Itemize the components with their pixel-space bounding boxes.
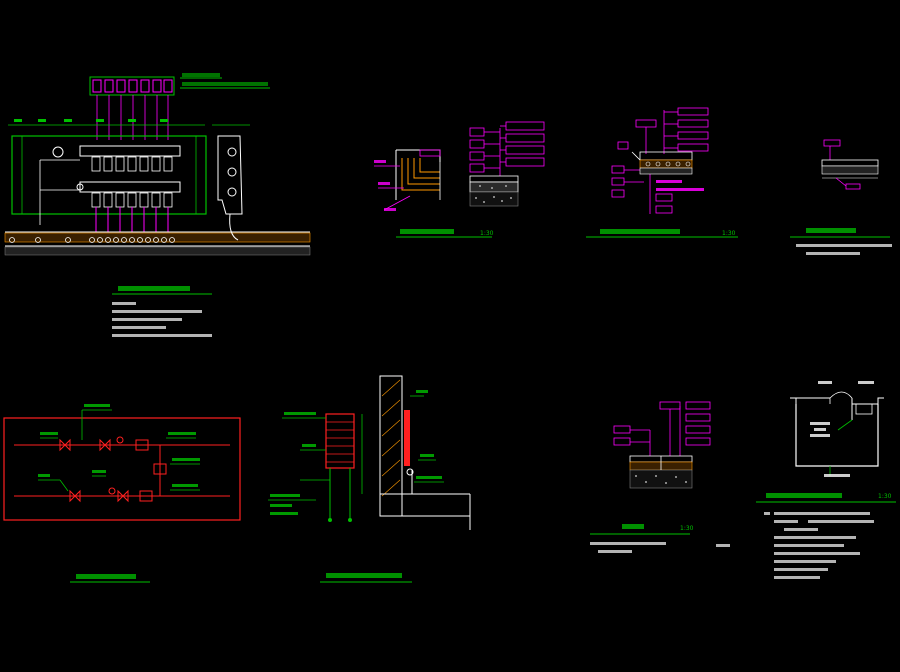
- floor-detail-labels: [611, 107, 709, 214]
- radiator-fins: [326, 421, 354, 463]
- room-walls: [795, 404, 879, 467]
- room-door-swing: [829, 391, 853, 399]
- manifold-note-text-2: [182, 82, 268, 86]
- heating-inlet-detail: [3, 404, 241, 583]
- edge-detail: [790, 139, 892, 255]
- wall-detail-slab-aggregate: [475, 185, 512, 203]
- room-plan-detail: 1:30: [756, 381, 896, 579]
- supply-header: [79, 145, 181, 157]
- edge-detail-slab: [821, 165, 879, 175]
- manifold-installation-detail: [4, 73, 311, 337]
- manifold-legend-cells: [92, 79, 173, 93]
- edge-detail-title-text: [806, 228, 856, 233]
- return-header: [79, 181, 181, 193]
- room-plan-title-text: [766, 493, 842, 498]
- manifold-note-text-1: [182, 73, 220, 77]
- radiator-body: [325, 413, 355, 469]
- floor-structural-slab: [4, 246, 311, 256]
- joint-labels: [613, 401, 711, 446]
- room-labels: [810, 381, 874, 477]
- joint-leaders: [630, 406, 681, 456]
- floor-insulation-layer: [4, 232, 311, 243]
- heating-labels: [38, 404, 200, 487]
- joint-notes: [590, 542, 730, 553]
- joint-title-text: [622, 524, 644, 529]
- expansion-joint-detail: 1:30: [590, 401, 730, 553]
- joint-slab-aggregate: [635, 475, 687, 484]
- wall-detail-leaders: [484, 125, 506, 176]
- manifold-cabinet-outline: [11, 135, 207, 215]
- wall-detail-title-text: [400, 229, 454, 234]
- floor-layer-detail: 1:30: [586, 107, 738, 238]
- pressure-gauge: [52, 146, 64, 158]
- room-plan-scale: 1:30: [878, 493, 892, 500]
- heating-valves: [59, 436, 167, 503]
- floor-pipe-sections: [9, 237, 175, 243]
- wall-detail-bent-pipes: [401, 158, 440, 191]
- manifold-dimension-ticks: [14, 119, 168, 122]
- radiator-installation-detail: [268, 375, 471, 583]
- manifold-legend-box: [89, 76, 175, 96]
- room-plan-notes: [764, 512, 874, 579]
- manifold-pipes: [95, 207, 169, 232]
- manifold-title-text: [118, 286, 190, 291]
- floor-detail-text-lines: [656, 180, 704, 191]
- heating-inlet-title-text: [76, 574, 136, 579]
- floor-detail-title-text: [600, 229, 680, 234]
- manifold-notes: [112, 302, 212, 337]
- manifold-leaders: [96, 95, 169, 140]
- floor-detail-pipes: [645, 161, 691, 167]
- radiator-title-text: [326, 573, 402, 578]
- wall-detail-slab: [469, 181, 519, 193]
- joint-scale: 1:30: [680, 525, 694, 532]
- radiator-leaders: [268, 395, 444, 501]
- radiator-wall-hatch: [381, 379, 401, 497]
- radiator-side-view: [404, 410, 410, 466]
- pipe-through-wall-detail: 1:30: [374, 121, 545, 238]
- heating-inlet-boundary: [3, 417, 241, 521]
- manifold-side-elevation: [217, 135, 243, 215]
- floor-detail-slab: [639, 167, 693, 175]
- floor-detail-scale: 1:30: [722, 230, 736, 237]
- wall-detail-sleeve: [419, 149, 441, 157]
- heating-leaders: [38, 409, 200, 492]
- edge-detail-notes: [796, 244, 892, 255]
- wall-detail-left-labels: [374, 160, 396, 211]
- wall-detail-scale: 1:30: [480, 230, 494, 237]
- wall-detail-left-leaders: [374, 165, 411, 211]
- joint-slab: [629, 469, 693, 489]
- radiator-labels: [270, 390, 442, 515]
